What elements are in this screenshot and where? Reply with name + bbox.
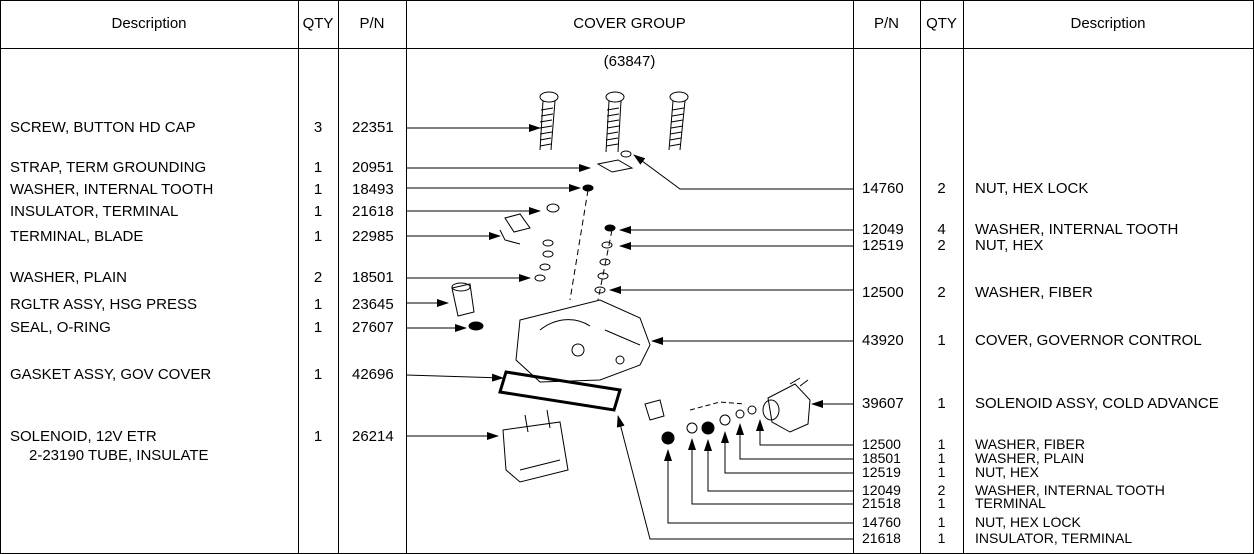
col-border [963,0,964,554]
top-border [0,0,1254,1]
left-part-pn: 23645 [352,296,394,313]
right-stack-qty: 1 [937,514,946,530]
right-part-qty: 2 [937,284,946,301]
right-part-qty: 1 [937,395,946,412]
right-part-qty: 4 [937,221,946,238]
header-right-qty: QTY [926,15,957,32]
header-cover-group: COVER GROUP [573,15,686,32]
right-stack-pn: 12519 [862,464,901,480]
right-stack-qty: 2 [937,482,946,498]
right-stack-description: WASHER, PLAIN [975,450,1085,466]
right-part-description: NUT, HEX [975,237,1044,254]
right-stack-description: WASHER, FIBER [975,436,1085,452]
right-part-pn: 43920 [862,332,904,349]
left-part-subnote: 2-23190 TUBE, INSULATE [29,447,209,464]
right-part-description: COVER, GOVERNOR CONTROL [975,332,1202,349]
left-part-description: WASHER, INTERNAL TOOTH [10,181,214,198]
header-divider [0,48,1254,49]
left-part-description: GASKET ASSY, GOV COVER [10,366,212,383]
right-part-qty: 2 [937,237,946,254]
left-part-description: SEAL, O-RING [10,319,111,336]
right-stack-pn: 21518 [862,495,901,511]
left-part-qty: 1 [313,366,323,383]
left-part-description: SOLENOID, 12V ETR [10,428,157,445]
left-part-description: SCREW, BUTTON HD CAP [10,119,196,136]
right-part-pn: 39607 [862,395,904,412]
col-border [0,0,1,554]
right-part-qty: 1 [937,332,946,349]
left-part-pn: 18501 [352,269,394,286]
left-part-pn: 27607 [352,319,394,336]
right-part-pn: 12500 [862,284,904,301]
left-part-pn: 42696 [352,366,394,383]
col-border [338,0,339,554]
right-stack-description: INSULATOR, TERMINAL [975,530,1133,546]
screw-icon [605,91,625,153]
right-stack-qty: 1 [937,436,946,452]
right-part-description: WASHER, INTERNAL TOOTH [975,221,1179,238]
group-number: (63847) [603,53,656,70]
header-right-pn: P/N [873,15,899,32]
left-part-pn: 22351 [352,119,394,136]
header-left-qty: QTY [302,15,334,32]
left-part-description: INSULATOR, TERMINAL [10,203,179,220]
left-part-pn: 20951 [352,159,394,176]
right-part-qty: 2 [937,180,946,197]
left-part-qty: 1 [313,428,323,445]
col-border [853,0,854,554]
right-stack-pn: 21618 [862,530,901,546]
left-part-qty: 3 [313,119,323,136]
left-part-qty: 1 [313,228,323,245]
left-part-description: WASHER, PLAIN [10,269,127,286]
right-stack-description: WASHER, INTERNAL TOOTH [975,482,1165,498]
left-part-pn: 18493 [352,181,394,198]
screw-icon [668,91,689,151]
left-part-qty: 1 [313,319,323,336]
header-left-description: Description [111,15,187,32]
header-left-pn: P/N [359,15,385,32]
col-border [298,0,299,554]
right-stack-description: NUT, HEX [975,464,1039,480]
right-part-description: SOLENOID ASSY, COLD ADVANCE [975,395,1219,412]
right-stack-qty: 1 [937,450,946,466]
col-border [406,0,407,554]
right-part-description: WASHER, FIBER [975,284,1093,301]
right-part-pn: 14760 [862,180,904,197]
header-right-description: Description [1070,15,1146,32]
left-part-qty: 1 [313,159,323,176]
col-border [920,0,921,554]
left-part-qty: 1 [313,296,323,313]
right-stack-description: NUT, HEX LOCK [975,514,1081,530]
left-part-qty: 1 [313,181,323,198]
right-stack-pn: 18501 [862,450,901,466]
right-stack-qty: 1 [937,464,946,480]
left-part-qty: 1 [313,203,323,220]
left-part-description: STRAP, TERM GROUNDING [10,159,207,176]
left-part-description: TERMINAL, BLADE [10,228,144,245]
right-stack-pn: 12500 [862,436,901,452]
left-part-description: RGLTR ASSY, HSG PRESS [10,296,198,313]
left-part-pn: 26214 [352,428,394,445]
right-stack-pn: 12049 [862,482,901,498]
left-part-pn: 22985 [352,228,394,245]
right-stack-description: TERMINAL [975,495,1046,511]
left-part-qty: 2 [313,269,323,286]
right-part-description: NUT, HEX LOCK [975,180,1089,197]
left-part-pn: 21618 [352,203,394,220]
right-stack-qty: 1 [937,530,946,546]
right-stack-qty: 1 [937,495,946,511]
right-part-pn: 12049 [862,221,904,238]
screw-icon [539,91,559,151]
right-part-pn: 12519 [862,237,904,254]
right-stack-pn: 14760 [862,514,901,530]
